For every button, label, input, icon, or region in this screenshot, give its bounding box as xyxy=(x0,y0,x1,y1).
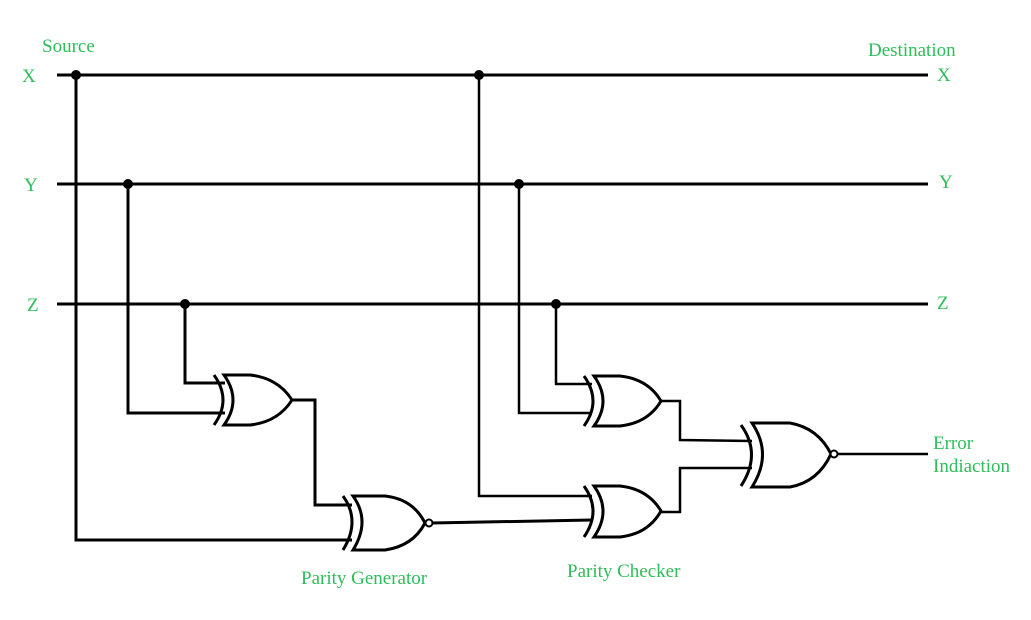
wire-chk-bottom-to-final xyxy=(661,466,752,514)
wire-gen-xnor-to-chk xyxy=(431,518,593,525)
source-y-label: Y xyxy=(24,175,38,196)
dest-y-label: Y xyxy=(939,172,953,193)
gen-xnor-bubble xyxy=(424,518,434,528)
dest-z-label: Z xyxy=(937,293,949,314)
chk-xnor-gate xyxy=(739,421,839,489)
wire-chk-top-to-final xyxy=(661,399,753,443)
error-label-line1: Error xyxy=(933,433,974,454)
gen-xor-gate xyxy=(212,373,294,427)
source-x-label: X xyxy=(22,66,36,87)
chk-xnor-bubble xyxy=(829,449,839,459)
dest-x-label: X xyxy=(937,65,951,86)
wire-gen-xor-to-xnor xyxy=(292,398,352,507)
wire-y-to-gen-xor xyxy=(126,184,225,415)
wire-x-to-chk-xor-bottom xyxy=(477,75,592,498)
wire-z-to-gen-xor xyxy=(183,304,225,385)
parity-generator-label: Parity Generator xyxy=(301,568,428,589)
chk-xor-bottom-gate xyxy=(582,484,663,539)
wire-y-to-chk-xor-top xyxy=(517,184,592,415)
source-z-label: Z xyxy=(27,295,39,316)
wire-x-to-gen-xnor xyxy=(74,75,352,542)
source-label: Source xyxy=(42,36,95,57)
error-label-line2: Indiaction xyxy=(933,456,1011,477)
gen-xnor-gate xyxy=(341,494,434,552)
chk-xor-top-gate xyxy=(582,374,663,428)
wire-z-to-chk-xor-top xyxy=(554,304,592,386)
destination-label: Destination xyxy=(868,40,956,61)
parity-checker-label: Parity Checker xyxy=(567,561,681,582)
